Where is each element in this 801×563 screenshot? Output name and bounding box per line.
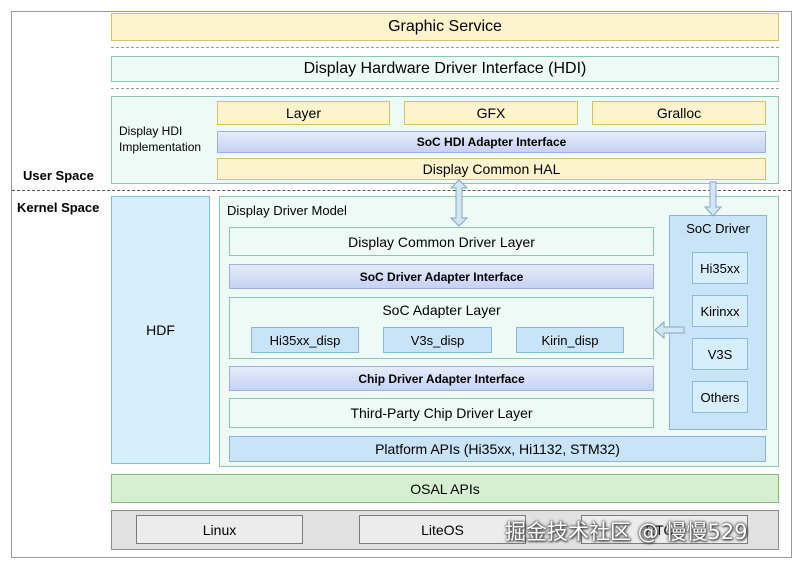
kernel-space-label: Kernel Space [17,200,100,215]
soc-driver-adapter-label: SoC Driver Adapter Interface [359,269,524,284]
hdi-implementation-label-line2: Implementation [119,140,202,154]
gralloc-label: Gralloc [656,105,702,121]
platform-apis-label: Platform APIs (Hi35xx, Hi1132, STM32) [375,441,620,457]
diagram-frame [11,11,792,558]
soc-driver-kirinxx: Kirinxx [692,295,748,327]
hi35xx-disp-box: Hi35xx_disp [251,327,359,353]
os-liteos-label: LiteOS [421,521,464,538]
gralloc-box: Gralloc [592,101,766,125]
display-common-driver-layer-label: Display Common Driver Layer [348,233,535,250]
hdi-box: Display Hardware Driver Interface (HDI) [111,56,779,82]
gfx-box: GFX [404,101,578,125]
soc-hdi-adapter-interface: SoC HDI Adapter Interface [217,131,766,153]
soc-driver-title-label: SoC Driver [686,220,750,236]
platform-apis-box: Platform APIs (Hi35xx, Hi1132, STM32) [229,436,766,462]
v3s-disp-label: V3s_disp [410,332,465,348]
soc-driver-kirinxx-label: Kirinxx [700,303,740,319]
user-space-label: User Space [23,168,94,183]
soc-driver-others-label: Others [700,389,740,405]
third-party-chip-driver-layer: Third-Party Chip Driver Layer [229,398,654,428]
soc-hdi-adapter-label: SoC HDI Adapter Interface [416,135,567,149]
chip-driver-adapter-label: Chip Driver Adapter Interface [358,371,525,386]
osal-apis-label: OSAL APIs [410,480,480,497]
soc-driver-v3s-label: V3S [707,346,733,362]
left-arrow-icon [654,320,685,340]
os-liteos: LiteOS [359,515,526,544]
chip-driver-adapter-interface: Chip Driver Adapter Interface [229,366,654,391]
soc-driver-adapter-interface: SoC Driver Adapter Interface [229,264,654,289]
v3s-disp-box: V3s_disp [383,327,492,353]
hi35xx-disp-label: Hi35xx_disp [269,332,341,348]
user-kernel-boundary [12,190,791,191]
separator-line [111,47,779,48]
display-driver-model-title: Display Driver Model [227,203,347,218]
display-common-driver-layer: Display Common Driver Layer [229,227,654,256]
os-linux-label: Linux [202,521,237,538]
watermark-text: 掘金技术社区 @ 慢慢529 [505,520,748,544]
double-arrow-icon [449,179,469,227]
os-rtos-label: RTOS [645,521,684,538]
kirin-disp-label: Kirin_disp [541,332,599,348]
gfx-label: GFX [476,105,506,121]
separator-line [111,88,779,89]
soc-driver-others: Others [692,381,748,413]
layer-box: Layer [217,101,390,125]
layer-label: Layer [285,105,322,121]
soc-adapter-layer-title: SoC Adapter Layer [229,301,654,319]
hdf-box: HDF [111,196,210,464]
os-rtos: RTOS [581,515,748,544]
graphic-service-label: Graphic Service [388,18,502,35]
graphic-service-box: Graphic Service [111,13,779,41]
third-party-chip-driver-label: Third-Party Chip Driver Layer [350,405,533,421]
hdf-label: HDF [146,322,175,338]
osal-apis-box: OSAL APIs [111,474,779,503]
soc-driver-hi35xx: Hi35xx [692,252,748,284]
display-common-hal-box: Display Common HAL [217,158,766,180]
hdi-implementation-label-line1: Display HDI [119,124,183,138]
hdi-label: Display Hardware Driver Interface (HDI) [303,60,587,77]
soc-driver-title: SoC Driver [669,219,767,237]
soc-adapter-layer-title-label: SoC Adapter Layer [382,302,501,318]
display-common-hal-label: Display Common HAL [422,161,561,177]
soc-driver-hi35xx-label: Hi35xx [700,260,740,276]
kirin-disp-box: Kirin_disp [516,327,624,353]
down-arrow-icon [703,181,723,217]
soc-driver-v3s: V3S [692,338,748,370]
os-linux: Linux [136,515,303,544]
hdi-implementation-label: Display HDI Implementation [119,123,214,155]
